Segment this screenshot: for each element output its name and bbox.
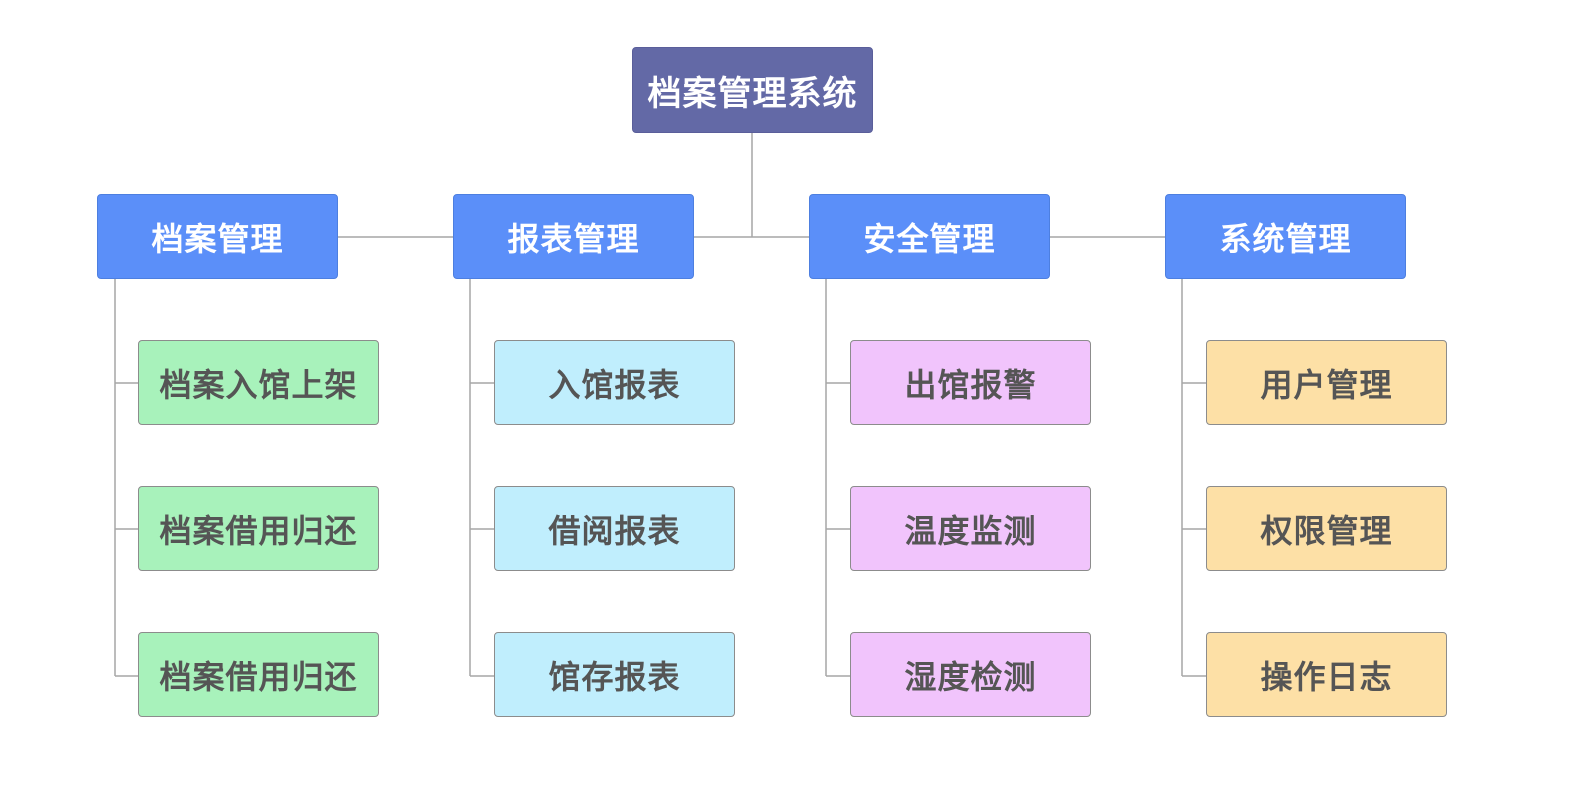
leaf-node-intake-report[interactable]: 入馆报表	[494, 340, 735, 425]
category-node-system-management[interactable]: 系统管理	[1165, 194, 1406, 279]
leaf-node-stock-report[interactable]: 馆存报表	[494, 632, 735, 717]
leaf-node-permission-management[interactable]: 权限管理	[1206, 486, 1447, 571]
leaf-node-archive-borrow-return-2[interactable]: 档案借用归还	[138, 632, 379, 717]
leaf-node-humidity-detection[interactable]: 湿度检测	[850, 632, 1091, 717]
root-node[interactable]: 档案管理系统	[632, 47, 873, 133]
leaf-node-exit-alarm[interactable]: 出馆报警	[850, 340, 1091, 425]
leaf-node-operation-log[interactable]: 操作日志	[1206, 632, 1447, 717]
category-node-archive-management[interactable]: 档案管理	[97, 194, 338, 279]
leaf-node-archive-borrow-return[interactable]: 档案借用归还	[138, 486, 379, 571]
leaf-node-archive-intake[interactable]: 档案入馆上架	[138, 340, 379, 425]
leaf-node-user-management[interactable]: 用户管理	[1206, 340, 1447, 425]
leaf-node-temperature-monitor[interactable]: 温度监测	[850, 486, 1091, 571]
category-node-security-management[interactable]: 安全管理	[809, 194, 1050, 279]
category-node-report-management[interactable]: 报表管理	[453, 194, 694, 279]
leaf-node-borrow-report[interactable]: 借阅报表	[494, 486, 735, 571]
